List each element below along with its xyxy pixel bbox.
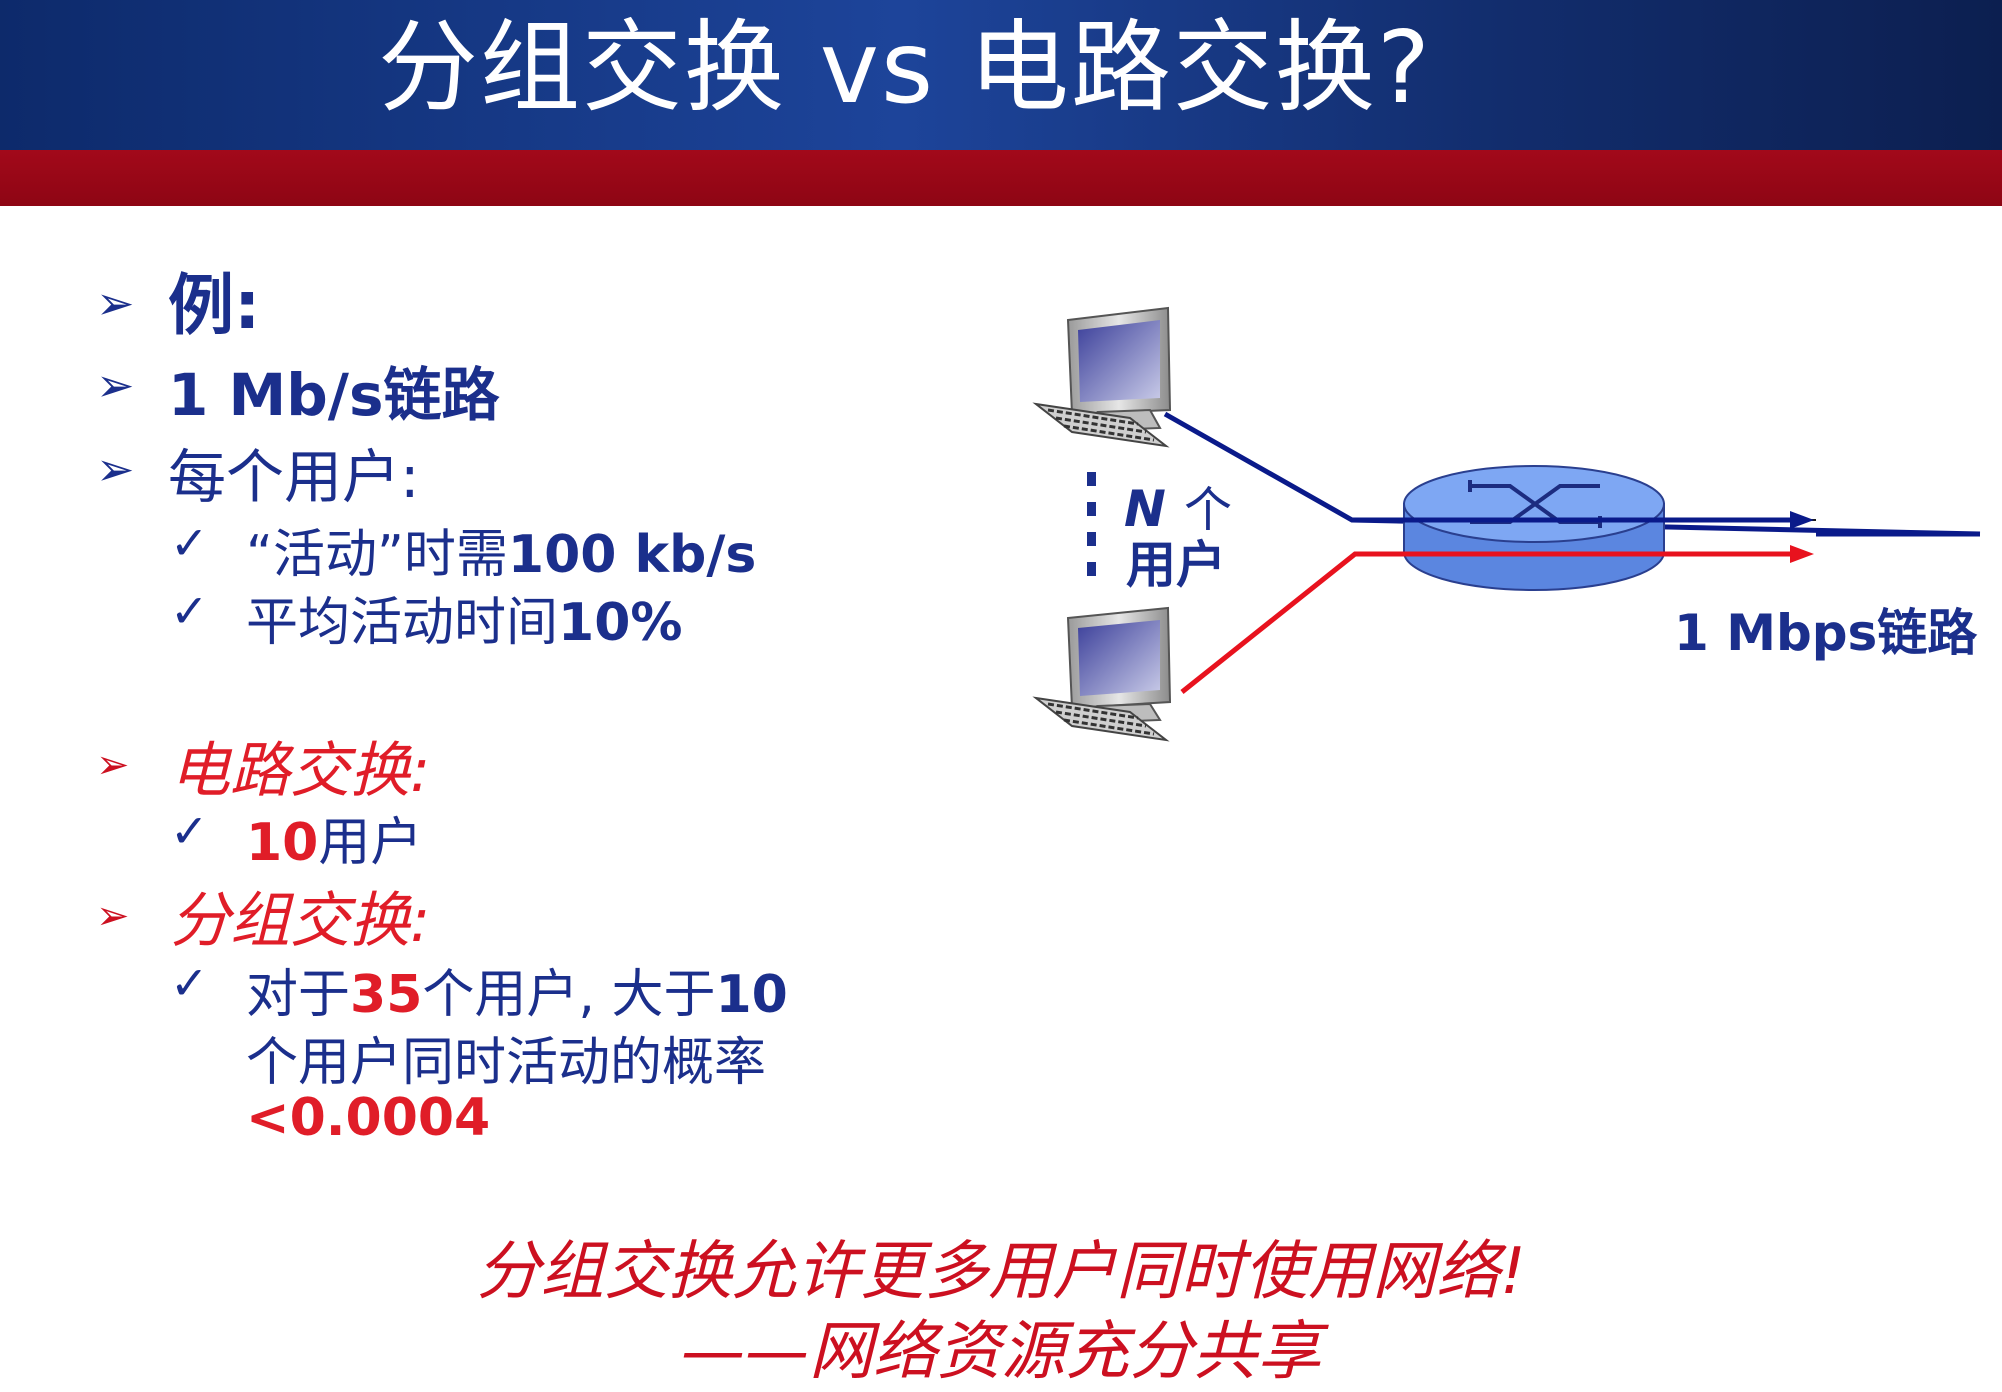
title-accent-bar	[0, 150, 2002, 206]
footer-subconclusion: ——网络资源充分共享	[681, 1315, 1321, 1389]
checkmark-icon: ✓	[170, 804, 209, 858]
sub-active-rate: “活动”时需100 kb/s	[246, 525, 757, 585]
n-label: N	[1124, 480, 1166, 538]
bullet-packet-switching: 分组交换:	[170, 886, 431, 956]
footer-conclusion: 分组交换允许更多用户同时使用网络!	[476, 1235, 1526, 1309]
title-banner	[0, 0, 2002, 150]
computer-icon	[1032, 606, 1172, 742]
arrow-icon	[1790, 545, 1814, 563]
checkmark-icon: ✓	[170, 584, 209, 638]
bullet-example: 例:	[168, 267, 261, 344]
chevron-bullet-icon: ➢	[96, 358, 135, 412]
checkmark-icon: ✓	[170, 956, 209, 1010]
page-title: 分组交换 vs 电路交换?	[378, 9, 1432, 126]
sub-packet-line2: 个用户同时活动的概率	[246, 1033, 767, 1093]
sub-active-pct: 平均活动时间10%	[246, 593, 683, 653]
link-label: 1 Mbps链路	[1674, 604, 1978, 662]
bullet-link: 1 Mb/s链路	[168, 361, 500, 429]
n-suffix: 个	[1184, 482, 1232, 538]
bullet-circuit-switching: 电路交换:	[170, 736, 431, 806]
computer-icon	[1032, 306, 1172, 448]
bullet-per-user: 每个用户:	[168, 443, 420, 511]
chevron-bullet-icon: ➢	[96, 893, 130, 939]
arrow-icon	[1790, 511, 1814, 529]
chevron-bullet-icon: ➢	[96, 442, 135, 496]
router-icon	[1403, 465, 1665, 591]
sub-packet-prob: <0.0004	[246, 1088, 491, 1148]
chevron-bullet-icon: ➢	[96, 742, 130, 788]
sub-packet-line1: 对于35个用户, 大于10	[246, 965, 788, 1025]
chevron-bullet-icon: ➢	[96, 276, 135, 330]
ellipsis-dots	[1087, 472, 1096, 576]
checkmark-icon: ✓	[170, 516, 209, 570]
users-label: 用户	[1126, 536, 1226, 594]
page-title-wrap: 分组交换 vs 电路交换?	[0, 0, 2002, 150]
sub-circuit-users: 10用户	[246, 813, 423, 873]
